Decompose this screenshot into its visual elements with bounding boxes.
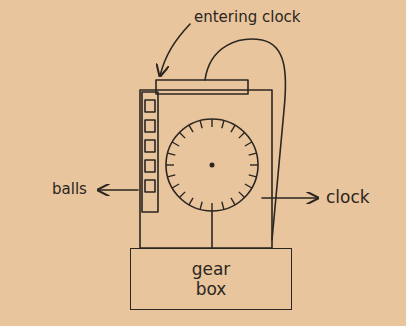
ball-symbol [145, 160, 155, 172]
clock-tick [250, 164, 258, 165]
leader-line [160, 24, 190, 76]
ball-column [142, 92, 158, 212]
clock-tick [245, 142, 252, 146]
ball-symbol [145, 140, 155, 152]
clock-tick [239, 192, 245, 198]
clock-tick [231, 198, 235, 205]
part-label: clock [326, 188, 370, 206]
ball-symbol [145, 180, 155, 192]
clock-tick [189, 125, 193, 132]
leader-line [262, 197, 318, 199]
return-loop [205, 39, 285, 240]
box-label: gear box [183, 259, 239, 299]
clock-center [210, 163, 215, 168]
callout-label: entering clock [194, 8, 301, 26]
clock-ticks [166, 119, 258, 211]
clock-tick [172, 142, 179, 146]
clock-housing [140, 90, 272, 248]
clock-stem [211, 211, 213, 248]
clock-tick [249, 175, 257, 177]
clock-tick [231, 125, 235, 132]
clock-tick [249, 153, 257, 155]
clock-tick [211, 203, 212, 211]
clock-tick [222, 202, 224, 210]
entry-slot [156, 80, 248, 94]
leader-line [98, 189, 138, 191]
clock-tick [200, 121, 202, 129]
clock-tick [189, 198, 193, 205]
part-label: balls [52, 180, 87, 198]
clock-tick [211, 119, 212, 127]
ball-symbol [145, 100, 155, 112]
clock-tick [222, 121, 224, 129]
clock-tick [179, 192, 185, 198]
clock-tick [172, 184, 179, 188]
clock-face [166, 119, 258, 211]
clock-tick [179, 132, 185, 138]
clock-tick [168, 175, 176, 177]
clock-tick [239, 132, 245, 138]
clock-tick [200, 202, 202, 210]
component-box: gear box [130, 248, 292, 310]
clock-tick [245, 184, 252, 188]
clock-tick [166, 164, 174, 165]
clock-tick [168, 153, 176, 155]
ball-symbol [145, 120, 155, 132]
